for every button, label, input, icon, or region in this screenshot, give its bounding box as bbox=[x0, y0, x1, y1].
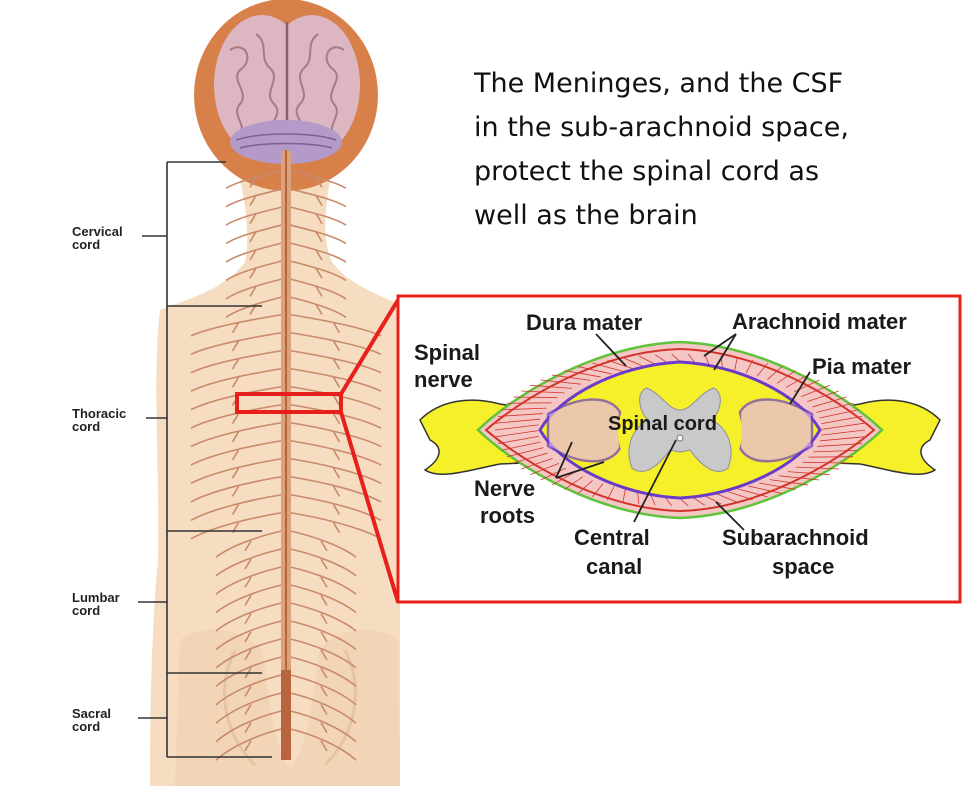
trabecula bbox=[592, 483, 604, 498]
label-spinal-nerve: Spinal nerve bbox=[414, 340, 486, 392]
trabecula bbox=[521, 457, 553, 470]
trabecula bbox=[821, 416, 863, 425]
trabecula bbox=[801, 384, 830, 398]
trabecula bbox=[725, 490, 753, 501]
trabecula bbox=[821, 422, 865, 430]
trabecula bbox=[776, 370, 796, 384]
trabecula bbox=[819, 436, 865, 442]
cauda-equina bbox=[281, 670, 291, 760]
trabecula bbox=[506, 447, 544, 458]
trabecula bbox=[495, 418, 541, 424]
trabecula bbox=[779, 475, 820, 481]
label-subarachnoid-space: Subarachnoid space bbox=[722, 525, 875, 579]
trabecula bbox=[494, 424, 539, 431]
spinal-column bbox=[190, 150, 382, 761]
pelvis bbox=[175, 629, 400, 786]
trabecula bbox=[767, 366, 783, 380]
trabecula bbox=[736, 488, 768, 498]
trabecula bbox=[795, 466, 839, 470]
label-central-canal: Central canal bbox=[574, 525, 656, 579]
trabecula bbox=[734, 357, 738, 371]
trabecula bbox=[564, 370, 601, 378]
trabecula bbox=[817, 443, 863, 447]
nerve-root-left bbox=[546, 398, 622, 463]
trabecula bbox=[622, 489, 626, 503]
trabecula bbox=[577, 480, 593, 494]
region-bracket bbox=[138, 161, 272, 758]
trabecula bbox=[785, 374, 809, 388]
trabecula bbox=[816, 402, 854, 413]
trabecula bbox=[540, 467, 567, 481]
cerebellum bbox=[230, 120, 342, 164]
central-canal bbox=[676, 434, 684, 442]
trabecula bbox=[759, 482, 796, 490]
trabecula bbox=[813, 449, 859, 453]
trabecula bbox=[606, 486, 615, 501]
trabecula bbox=[552, 374, 591, 381]
label-nerve-roots: Nerve roots bbox=[474, 476, 541, 528]
trabecula bbox=[521, 390, 565, 394]
trabecula bbox=[577, 366, 612, 375]
caption-line: protect the spinal cord as bbox=[474, 156, 820, 187]
trabecula bbox=[769, 479, 808, 486]
trabecula bbox=[821, 429, 866, 436]
trabecula bbox=[812, 396, 847, 408]
trabecula bbox=[748, 485, 783, 494]
nerve-root-right bbox=[738, 398, 814, 463]
zoom-highlight bbox=[235, 298, 400, 603]
grey-matter bbox=[628, 387, 732, 472]
trabecula bbox=[497, 413, 543, 417]
trabecula bbox=[607, 359, 635, 370]
caption-line: The Meninges, and the CSF bbox=[474, 68, 844, 99]
brain bbox=[194, 0, 378, 191]
leader-lines bbox=[555, 333, 811, 531]
caption-line: in the sub-arachnoid space, bbox=[474, 112, 849, 143]
trabecula bbox=[540, 379, 581, 385]
trabecula bbox=[756, 362, 768, 377]
trabecula bbox=[745, 359, 754, 374]
trabecula bbox=[592, 362, 624, 372]
thoracic-highlight-box bbox=[235, 392, 343, 414]
body-silhouette bbox=[150, 180, 400, 786]
caption-line: well as the brain bbox=[474, 200, 698, 231]
trabecula bbox=[501, 407, 547, 411]
trabecula bbox=[501, 441, 541, 451]
trabecula bbox=[513, 452, 548, 464]
trabecula bbox=[819, 409, 859, 419]
trabecula bbox=[551, 472, 575, 486]
trabecula bbox=[564, 476, 584, 490]
trabecula bbox=[802, 461, 847, 464]
trabecula bbox=[513, 396, 558, 399]
trabecula bbox=[787, 471, 830, 476]
trabecula bbox=[497, 435, 539, 444]
caption: The Meninges, and the CSF in the sub-ara… bbox=[474, 62, 934, 238]
label-arachnoid-mater: Arachnoid mater bbox=[732, 309, 907, 334]
trabecula bbox=[530, 462, 559, 476]
label-dura-mater: Dura mater bbox=[526, 310, 643, 335]
trabecula bbox=[807, 390, 839, 403]
trabecula bbox=[530, 384, 573, 389]
cross-section-inset: Dura mater Arachnoid mater Spinal nerve … bbox=[396, 294, 962, 604]
label-pia-mater: Pia mater bbox=[812, 354, 911, 379]
trabecula bbox=[495, 430, 539, 438]
label-spinal-cord: Spinal cord bbox=[608, 413, 717, 435]
